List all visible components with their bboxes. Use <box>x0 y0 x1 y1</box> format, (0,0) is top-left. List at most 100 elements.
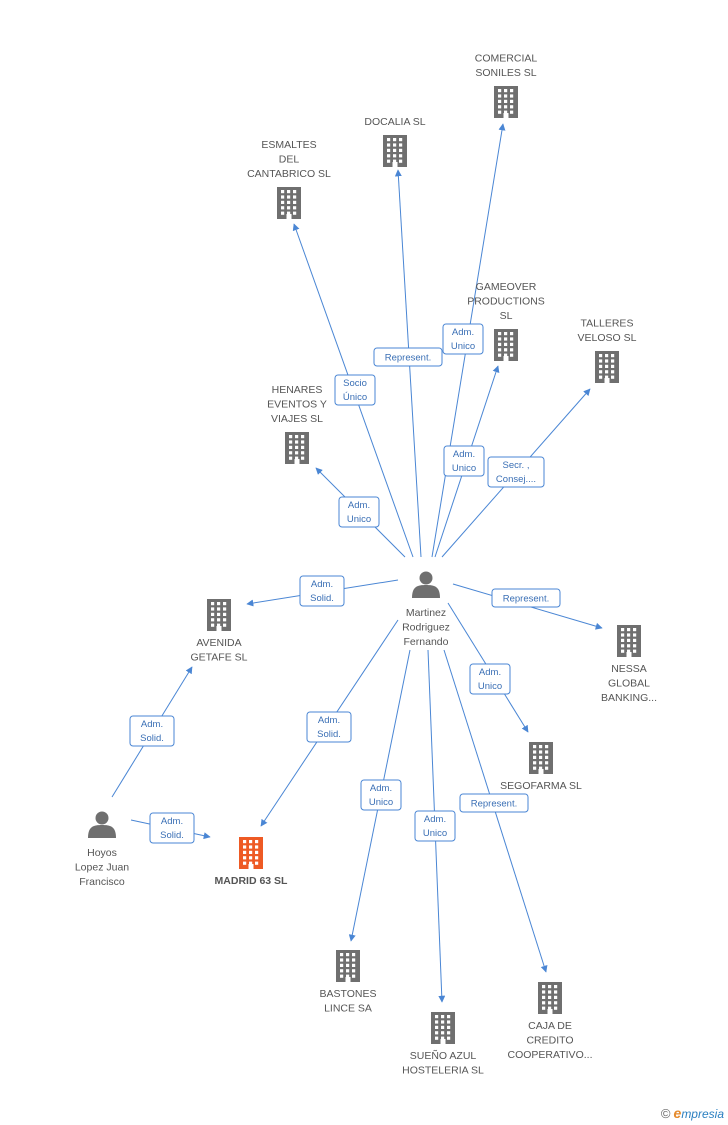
building-icon <box>239 837 263 869</box>
edge-label-martinez-avenida[interactable]: Adm.Solid. <box>299 575 345 607</box>
node-label: Fernando <box>404 636 449 648</box>
edge-label-text: Represent. <box>385 353 431 364</box>
edge-label-text: Único <box>343 392 367 403</box>
edge-label-text: Unico <box>452 463 476 474</box>
node-label: NESSA <box>611 663 647 675</box>
edge-label-martinez-sueno[interactable]: Adm.Unico <box>414 810 456 842</box>
node-label: AVENIDA <box>196 637 241 649</box>
edge-label-martinez-caja[interactable]: Represent. <box>459 793 529 813</box>
node-gameover[interactable]: GAMEOVER PRODUCTIONS SL <box>467 281 545 361</box>
edge-label-martinez-comercial[interactable]: Adm. Unico <box>442 323 484 355</box>
node-label: Lopez Juan <box>75 862 129 874</box>
node-docalia[interactable]: DOCALIA SL <box>364 116 426 167</box>
footer-brand: © empresia <box>661 1105 724 1121</box>
node-label: VELOSO SL <box>578 332 637 344</box>
node-label: Martinez <box>406 607 446 619</box>
edge-label-text: Represent. <box>471 799 517 810</box>
edge-label-text: Adm. <box>479 667 501 678</box>
edge-label-text: Adm. <box>370 783 392 794</box>
building-icon <box>538 982 562 1014</box>
edge-label-text: Unico <box>369 797 393 808</box>
node-label: SL <box>500 310 513 322</box>
node-label: Francisco <box>79 876 125 888</box>
edge-label-text: Solid. <box>160 830 184 841</box>
edge-label-martinez-gameover[interactable]: Adm. Unico <box>443 445 485 477</box>
edge-label-text: Adm. <box>348 500 370 511</box>
edge-label-text: Unico <box>347 514 371 525</box>
node-label: SONILES SL <box>475 67 536 79</box>
node-label: MADRID 63 SL <box>215 875 289 887</box>
node-comercial[interactable]: COMERCIAL SONILES SL <box>475 53 538 119</box>
node-nessa[interactable]: NESSAGLOBALBANKING... <box>601 625 657 704</box>
node-label: LINCE SA <box>324 1003 372 1015</box>
edge-label-martinez-talleres[interactable]: Secr. , Consej.... <box>487 456 545 488</box>
edge-label-martinez-bastones[interactable]: Adm. Unico <box>360 779 402 811</box>
edge-label-text: Adm. <box>318 715 340 726</box>
edge-label-martinez-segofarma[interactable]: Adm. Unico <box>469 663 511 695</box>
edge-label-text: Unico <box>478 681 502 692</box>
person-icon <box>88 811 116 838</box>
building-icon <box>207 599 231 631</box>
person-icon <box>412 571 440 598</box>
node-label: EVENTOS Y <box>267 399 327 411</box>
edge-label-text: Adm. <box>161 816 183 827</box>
building-icon <box>529 742 553 774</box>
building-icon <box>336 950 360 982</box>
building-icon <box>431 1012 455 1044</box>
node-caja[interactable]: CAJA DECREDITOCOOPERATIVO... <box>508 982 593 1061</box>
node-talleres[interactable]: TALLERES VELOSO SL <box>578 318 637 384</box>
edge-label-text: Adm. <box>452 327 474 338</box>
edge-label-text: Adm. <box>424 814 446 825</box>
node-avenida[interactable]: AVENIDA GETAFE SL <box>191 599 248 664</box>
node-label: CREDITO <box>526 1035 573 1047</box>
copyright-symbol: © <box>660 1105 671 1121</box>
node-label: COMERCIAL <box>475 53 538 65</box>
node-label: SUEÑO AZUL <box>410 1049 477 1062</box>
node-label: GAMEOVER <box>476 281 537 293</box>
building-icon <box>595 351 619 383</box>
node-label: HOSTELERIA SL <box>402 1065 484 1077</box>
node-label: BANKING... <box>601 692 657 704</box>
node-henares[interactable]: HENARES EVENTOS Y VIAJES SL <box>267 384 327 464</box>
building-icon <box>494 86 518 118</box>
edge-label-martinez-madrid63[interactable]: Adm. Solid. <box>306 711 352 743</box>
edge-label-text: Represent. <box>503 594 549 605</box>
node-label: VIAJES SL <box>271 413 323 425</box>
edge-label-text: Solid. <box>140 733 164 744</box>
edge-label-martinez-docalia[interactable]: Represent. <box>373 347 443 367</box>
edges-layer <box>111 123 603 1003</box>
building-icon <box>383 135 407 167</box>
edge-label-text: Adm. <box>311 579 333 590</box>
edge-label-martinez-henares[interactable]: Adm. Unico <box>338 496 380 528</box>
node-label: Hoyos <box>87 847 117 859</box>
edge-label-text: Adm. <box>453 449 475 460</box>
edge-label-text: Solid. <box>317 729 341 740</box>
node-madrid63[interactable]: MADRID 63 SL <box>215 837 289 887</box>
node-label: HENARES <box>272 384 323 396</box>
building-icon <box>277 187 301 219</box>
node-segofarma[interactable]: SEGOFARMA SL <box>500 742 582 792</box>
node-label: GETAFE SL <box>191 652 248 664</box>
edge-label-text: Consej.... <box>496 474 536 485</box>
edge-label-hoyos-avenida[interactable]: Adm.Solid. <box>129 715 175 747</box>
node-sueno[interactable]: SUEÑO AZUL HOSTELERIA SL <box>402 1012 484 1077</box>
edge-label-hoyos-madrid63[interactable]: Adm. Solid. <box>149 812 195 844</box>
edge-label-martinez-nessa[interactable]: Represent. <box>491 588 561 608</box>
node-label: DEL <box>279 154 300 166</box>
node-label: BASTONES <box>320 988 377 1000</box>
node-label: TALLERES <box>581 318 634 330</box>
node-label: PRODUCTIONS <box>467 296 545 308</box>
building-icon <box>617 625 641 657</box>
edge-label-text: Unico <box>451 341 475 352</box>
node-label: CAJA DE <box>528 1020 572 1032</box>
brand-name: mpresia <box>681 1107 724 1121</box>
node-label: Rodriguez <box>402 622 450 634</box>
edge-label-text: Secr. , <box>503 460 530 471</box>
node-bastones[interactable]: BASTONES LINCE SA <box>320 950 377 1015</box>
